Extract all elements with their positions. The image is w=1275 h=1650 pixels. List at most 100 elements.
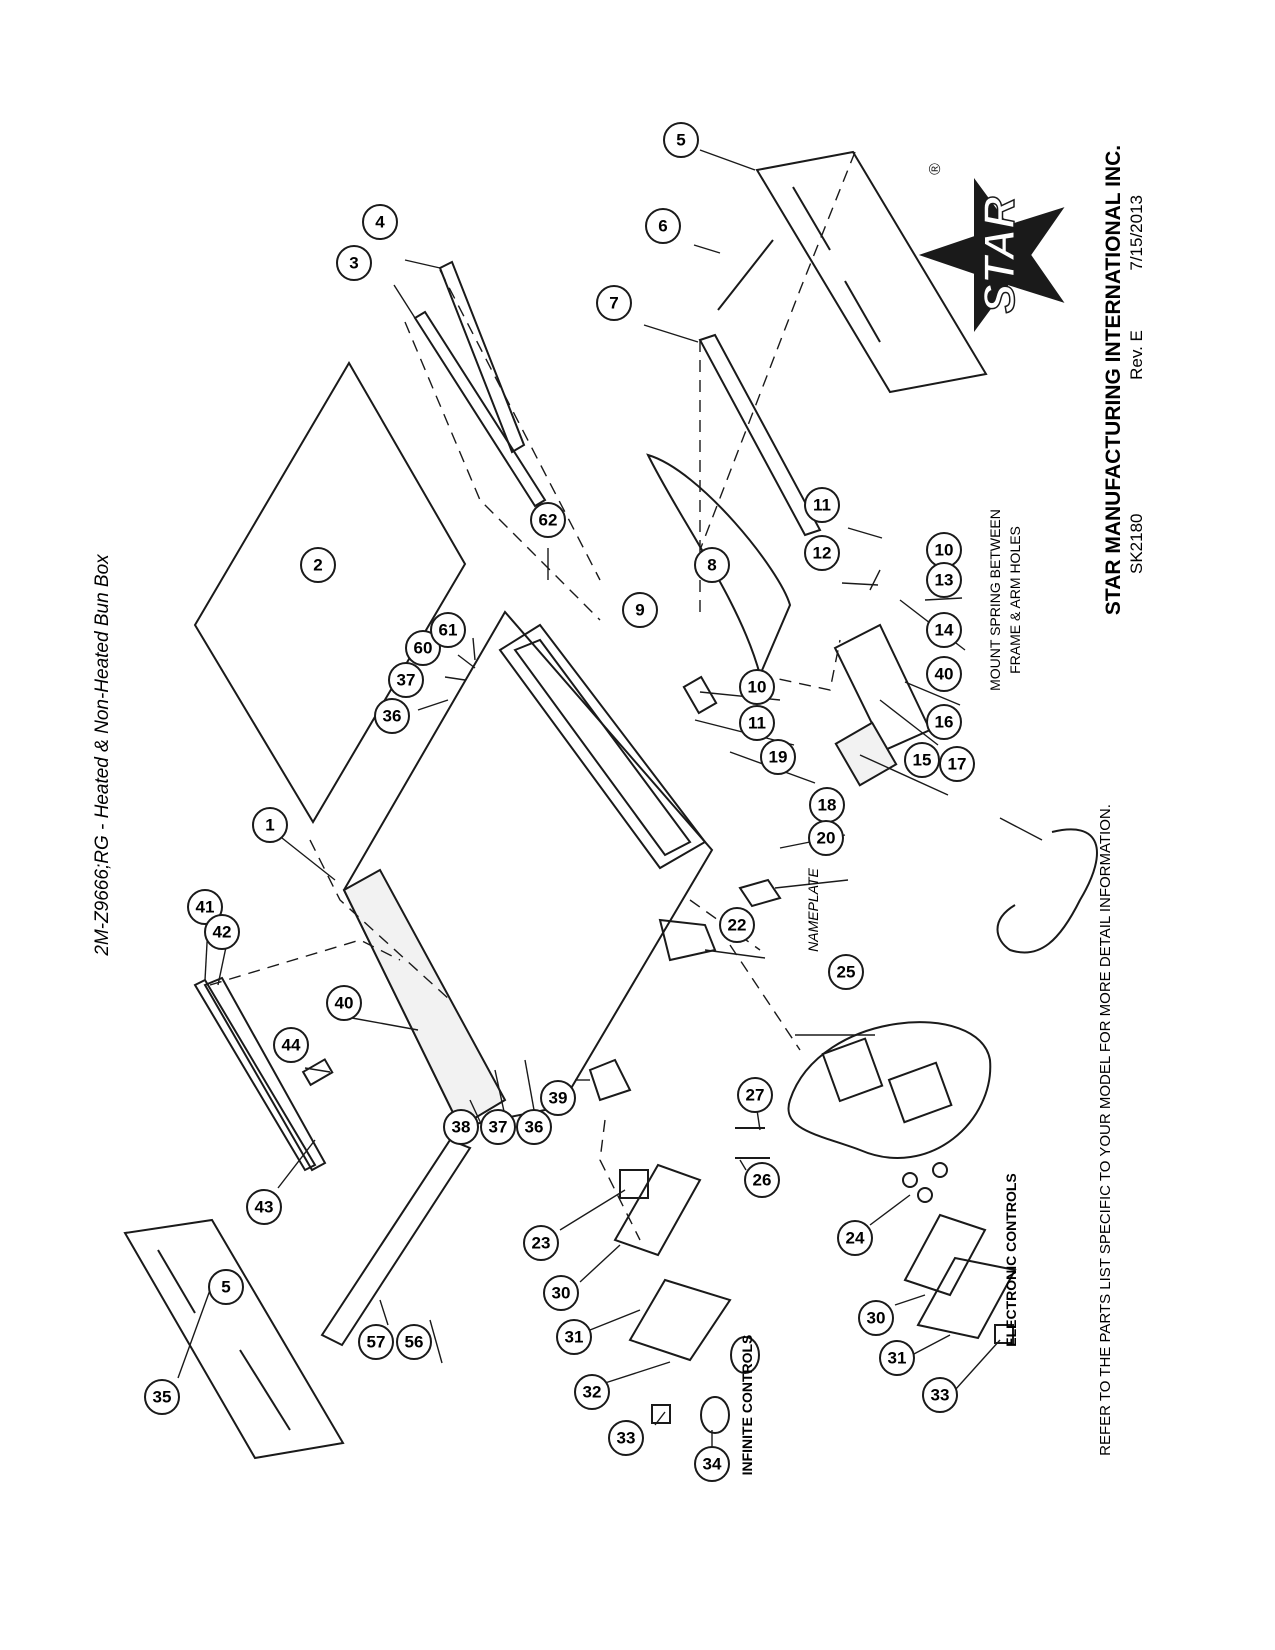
callout-17: 17	[939, 746, 975, 782]
part-33a	[651, 1404, 671, 1424]
svg-text:56: 56	[405, 1333, 424, 1352]
svg-text:8: 8	[707, 556, 716, 575]
svg-text:27: 27	[746, 1086, 765, 1105]
callout-57: 57	[358, 1324, 394, 1360]
part-main-body-rail	[342, 868, 507, 1129]
diagram-title: 2M-Z9666;RG - Heated & Non-Heated Bun Bo…	[92, 553, 113, 957]
svg-text:33: 33	[931, 1386, 950, 1405]
svg-text:32: 32	[583, 1383, 602, 1402]
part-44	[301, 1058, 334, 1087]
callout-23: 23	[523, 1225, 559, 1261]
company-name: STAR MANUFACTURING INTERNATIONAL INC.	[1102, 145, 1125, 615]
svg-text:38: 38	[452, 1118, 471, 1137]
svg-text:5: 5	[676, 131, 685, 150]
svg-text:37: 37	[397, 671, 416, 690]
svg-text:35: 35	[153, 1388, 172, 1407]
callout-56: 56	[396, 1324, 432, 1360]
part-control-kit-25	[787, 1021, 992, 1159]
svg-text:62: 62	[539, 511, 558, 530]
callout-26: 26	[744, 1162, 780, 1198]
revision: Rev. E	[1127, 330, 1146, 380]
part-22	[658, 918, 717, 962]
svg-text:30: 30	[867, 1309, 886, 1328]
nameplate-label: NAMEPLATE	[805, 867, 821, 951]
callout-40-upper: 40	[926, 656, 962, 692]
svg-text:3: 3	[349, 254, 358, 273]
svg-text:11: 11	[748, 714, 766, 733]
svg-text:23: 23	[532, 1234, 551, 1253]
part-6	[717, 239, 774, 311]
svg-text:7: 7	[609, 294, 618, 313]
svg-text:31: 31	[888, 1349, 907, 1368]
callout-31-electronic: 31	[879, 1340, 915, 1376]
svg-text:17: 17	[948, 755, 967, 774]
callout-9: 9	[622, 592, 658, 628]
star-logo: STAR ®	[918, 163, 1065, 333]
svg-text:13: 13	[935, 571, 954, 590]
svg-text:36: 36	[525, 1118, 544, 1137]
callout-33-electronic: 33	[922, 1377, 958, 1413]
part-frame	[498, 623, 707, 870]
callout-27: 27	[737, 1077, 773, 1113]
callout-43: 43	[246, 1189, 282, 1225]
callout-62: 62	[530, 502, 566, 538]
callout-38: 38	[443, 1109, 479, 1145]
callout-12: 12	[804, 535, 840, 571]
callout-30-electronic: 30	[858, 1300, 894, 1336]
callout-41: 41	[187, 889, 223, 925]
callout-39: 39	[540, 1080, 576, 1116]
callout-31-infinite: 31	[556, 1319, 592, 1355]
callout-36-lower: 36	[516, 1109, 552, 1145]
svg-text:25: 25	[837, 963, 856, 982]
callout-8: 8	[694, 547, 730, 583]
part-rail-41	[193, 978, 317, 1172]
part-lid	[193, 361, 467, 824]
svg-text:36: 36	[383, 707, 402, 726]
part-bracket-30-electronic	[903, 1213, 987, 1297]
svg-text:40: 40	[935, 665, 954, 684]
part-end-panel-right	[755, 150, 988, 394]
callout-34: 34	[694, 1446, 730, 1482]
svg-text:40: 40	[335, 994, 354, 1013]
callout-5-left: 5	[208, 1269, 244, 1305]
callout-22: 22	[719, 907, 755, 943]
callout-37-lower: 37	[480, 1109, 516, 1145]
callout-13: 13	[926, 562, 962, 598]
callout-15: 15	[904, 742, 940, 778]
callout-4: 4	[362, 204, 398, 240]
spring-note-line2: FRAME & ARM HOLES	[1007, 526, 1023, 674]
callout-2: 2	[300, 547, 336, 583]
infinite-controls-label: INFINITE CONTROLS	[739, 1335, 755, 1476]
part-panel-31-infinite	[628, 1278, 732, 1362]
part-rail-3	[413, 310, 547, 508]
svg-text:22: 22	[728, 916, 747, 935]
part-knob-34	[700, 1396, 730, 1434]
svg-text:15: 15	[913, 751, 932, 770]
part-23	[619, 1169, 649, 1199]
part-grille-57	[320, 1138, 472, 1347]
svg-text:39: 39	[549, 1089, 568, 1108]
callout-3: 3	[336, 245, 372, 281]
svg-text:24: 24	[846, 1229, 865, 1248]
svg-text:11: 11	[813, 496, 831, 515]
callout-20: 20	[808, 820, 844, 856]
part-24	[902, 1172, 918, 1188]
svg-text:19: 19	[769, 748, 788, 767]
svg-text:10: 10	[748, 678, 767, 697]
callout-11-lower: 11	[739, 705, 775, 741]
svg-text:10: 10	[935, 541, 954, 560]
drawing-number: SK2180	[1127, 514, 1146, 575]
part-panel-31-electronic	[916, 1256, 1017, 1340]
part-33b	[994, 1324, 1014, 1344]
svg-text:60: 60	[414, 639, 433, 658]
callout-42: 42	[204, 914, 240, 950]
svg-text:42: 42	[213, 923, 232, 942]
part-9	[682, 675, 718, 715]
part-plate-16	[833, 623, 932, 752]
callout-61: 61	[430, 612, 466, 648]
callout-19: 19	[760, 739, 796, 775]
callout-5-right: 5	[663, 122, 699, 158]
callout-14: 14	[926, 612, 962, 648]
svg-text:12: 12	[813, 544, 832, 563]
callout-16: 16	[926, 704, 962, 740]
